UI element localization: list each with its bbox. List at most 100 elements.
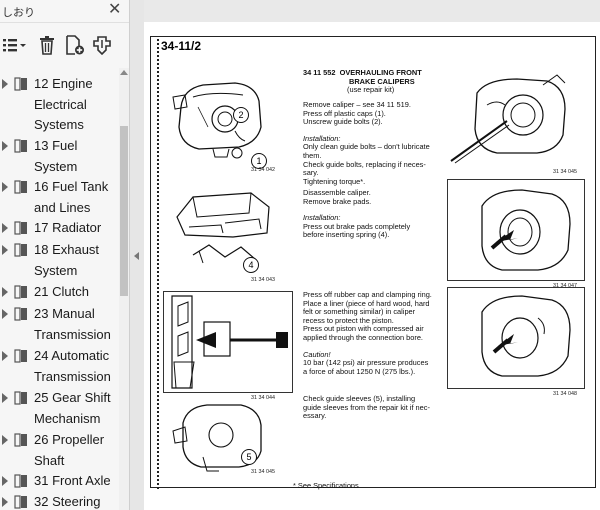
expand-arrow-icon[interactable] xyxy=(2,476,8,486)
installation-label: Installation: xyxy=(303,213,341,223)
bookmarks-list: 12 Engine Electrical Systems 13 Fuel Sys… xyxy=(0,68,118,510)
text-line: Press out piston with compressed air xyxy=(303,324,424,334)
text-line: Check guide sleeves (5), installing xyxy=(303,394,416,403)
bookmark-page-icon xyxy=(14,307,28,321)
repair-code: 34 11 552 xyxy=(303,68,336,77)
bookmark-page-icon xyxy=(14,349,28,363)
text-line: Unscrew guide bolts (2). xyxy=(303,117,383,127)
page-number: 34-11/2 xyxy=(161,39,202,53)
figure-caliper-piston-tool xyxy=(447,65,583,165)
options-menu-button[interactable] xyxy=(2,35,28,57)
expand-arrow-icon[interactable] xyxy=(2,79,8,89)
scrollbar-thumb[interactable] xyxy=(120,126,128,296)
callout-5: 5 xyxy=(241,449,257,465)
bookmark-page-icon xyxy=(14,77,28,91)
bookmark-page-icon xyxy=(14,391,28,405)
text-line: Remove caliper – see 34 11 519. xyxy=(303,100,411,109)
text-line: Remove brake pads. xyxy=(303,196,372,206)
expand-arrow-icon[interactable] xyxy=(2,351,8,361)
bookmark-tag-icon xyxy=(93,36,111,55)
callout-4: 4 xyxy=(243,257,259,273)
bookmark-label: 21 Clutch xyxy=(34,284,89,299)
text-line: felt or something similar) in caliper xyxy=(303,307,416,317)
bookmark-label: 26 Propeller Shaft xyxy=(34,432,105,468)
expand-arrow-icon[interactable] xyxy=(2,393,8,403)
bookmark-label: 18 Exhaust System xyxy=(34,242,100,278)
figure-piston-compressed-air xyxy=(163,291,293,393)
figure-number: 31 34 044 xyxy=(251,395,275,401)
text-line: sary. xyxy=(303,168,319,178)
expand-arrow-icon[interactable] xyxy=(2,287,8,297)
bookmark-label: 16 Fuel Tank and Lines xyxy=(34,179,109,215)
bookmark-label: 31 Front Axle xyxy=(34,473,111,488)
section-header: 34 11 552 OVERHAULING FRONT BRAKE CALIPE… xyxy=(303,68,443,95)
figure-caliper-brake-pads: 4 xyxy=(163,187,279,273)
text-line: applied through the connection bore. xyxy=(303,332,423,342)
text-line: Place a liner (piece of hard wood, hard xyxy=(303,298,430,308)
bookmark-label: 24 Automatic Transmission xyxy=(34,348,111,384)
caliper-drawing-3 xyxy=(176,192,270,264)
expand-bookmark-button[interactable] xyxy=(91,35,113,57)
binding-margin-line xyxy=(157,39,159,491)
caliper-drawing-5 xyxy=(171,295,288,389)
panel-splitter[interactable] xyxy=(130,0,144,510)
bookmark-label: 12 Engine Electrical Systems xyxy=(34,76,93,132)
bookmarks-title: しおり xyxy=(2,7,35,19)
expand-arrow-icon[interactable] xyxy=(2,309,8,319)
expand-arrow-icon[interactable] xyxy=(2,435,8,445)
expand-arrow-icon[interactable] xyxy=(2,223,8,233)
trash-icon xyxy=(40,36,54,55)
figure-caliper-piston-removal xyxy=(447,287,585,389)
bookmarks-panel: しおり ✕ xyxy=(0,0,130,510)
header-subtitle: (use repair kit) xyxy=(347,85,395,95)
bookmark-label: 23 Manual Transmission xyxy=(34,306,111,342)
scroll-up-arrow-icon[interactable] xyxy=(120,70,128,75)
text-line: Tightening torque*. xyxy=(303,176,366,186)
bookmark-page-icon xyxy=(14,285,28,299)
add-bookmark-button[interactable] xyxy=(64,35,86,57)
bookmark-page-icon xyxy=(14,180,28,194)
text-line: Only clean guide bolts – don't lubricate xyxy=(303,142,430,152)
expand-arrow-icon[interactable] xyxy=(2,182,8,192)
collapse-arrow-icon[interactable] xyxy=(134,252,139,260)
figure-number: 31 34 047 xyxy=(553,283,577,289)
figure-number: 31 34 045 xyxy=(553,169,577,175)
bookmark-label: 17 Radiator xyxy=(34,220,102,235)
bookmarks-toolbar xyxy=(0,23,129,67)
document-page: 34-11/2 2 1 31 34 042 34 11 552 OVERHAUL… xyxy=(144,22,600,510)
text-line: guide sleeves from the repair kit if nec… xyxy=(303,402,430,412)
installation-label: Installation: xyxy=(303,133,341,143)
text-line: Check guide bolts, replacing if neces- xyxy=(303,159,426,169)
page-frame: 34-11/2 2 1 31 34 042 34 11 552 OVERHAUL… xyxy=(150,36,596,491)
bookmark-page-icon xyxy=(14,243,28,257)
caliper-drawing-2 xyxy=(450,74,566,164)
expand-arrow-icon[interactable] xyxy=(2,497,8,507)
text-line: essary. xyxy=(303,411,327,421)
text-line: a force of about 1250 N (275 lbs.). xyxy=(303,366,416,376)
new-bookmark-icon xyxy=(66,35,84,55)
text-line: before inserting spring (4). xyxy=(303,230,390,240)
bookmark-label: 13 Fuel System xyxy=(34,138,78,174)
bookmark-label: 25 Gear Shift Mechanism xyxy=(34,390,111,426)
text-line: Press off rubber cap and clamping ring. xyxy=(303,290,432,299)
delete-bookmark-button[interactable] xyxy=(37,35,57,57)
close-icon[interactable]: ✕ xyxy=(108,1,122,18)
bookmark-page-icon xyxy=(14,433,28,447)
expand-arrow-icon[interactable] xyxy=(2,141,8,151)
bookmarks-scrollbar[interactable] xyxy=(119,68,129,510)
bookmark-page-icon xyxy=(14,474,28,488)
figure-caliper-guide-sleeves: 5 xyxy=(163,397,279,479)
section-1-text: Remove caliper – see 34 11 519. Press of… xyxy=(303,100,443,186)
bookmark-page-icon xyxy=(14,221,28,235)
header-title-1: OVERHAULING FRONT xyxy=(339,68,422,77)
caliper-drawing-1 xyxy=(172,82,262,159)
figure-number: 31 34 048 xyxy=(553,391,577,397)
caliper-drawing-6 xyxy=(481,295,571,377)
text-line: Press off plastic caps (1). xyxy=(303,108,386,118)
bookmark-page-icon xyxy=(14,495,28,509)
header-title-2: BRAKE CALIPERS xyxy=(349,76,415,86)
expand-arrow-icon[interactable] xyxy=(2,245,8,255)
footnote: * See Specifications xyxy=(293,481,359,490)
figure-caliper-guide-bolts: 2 1 xyxy=(163,67,279,169)
list-options-icon xyxy=(3,39,26,52)
